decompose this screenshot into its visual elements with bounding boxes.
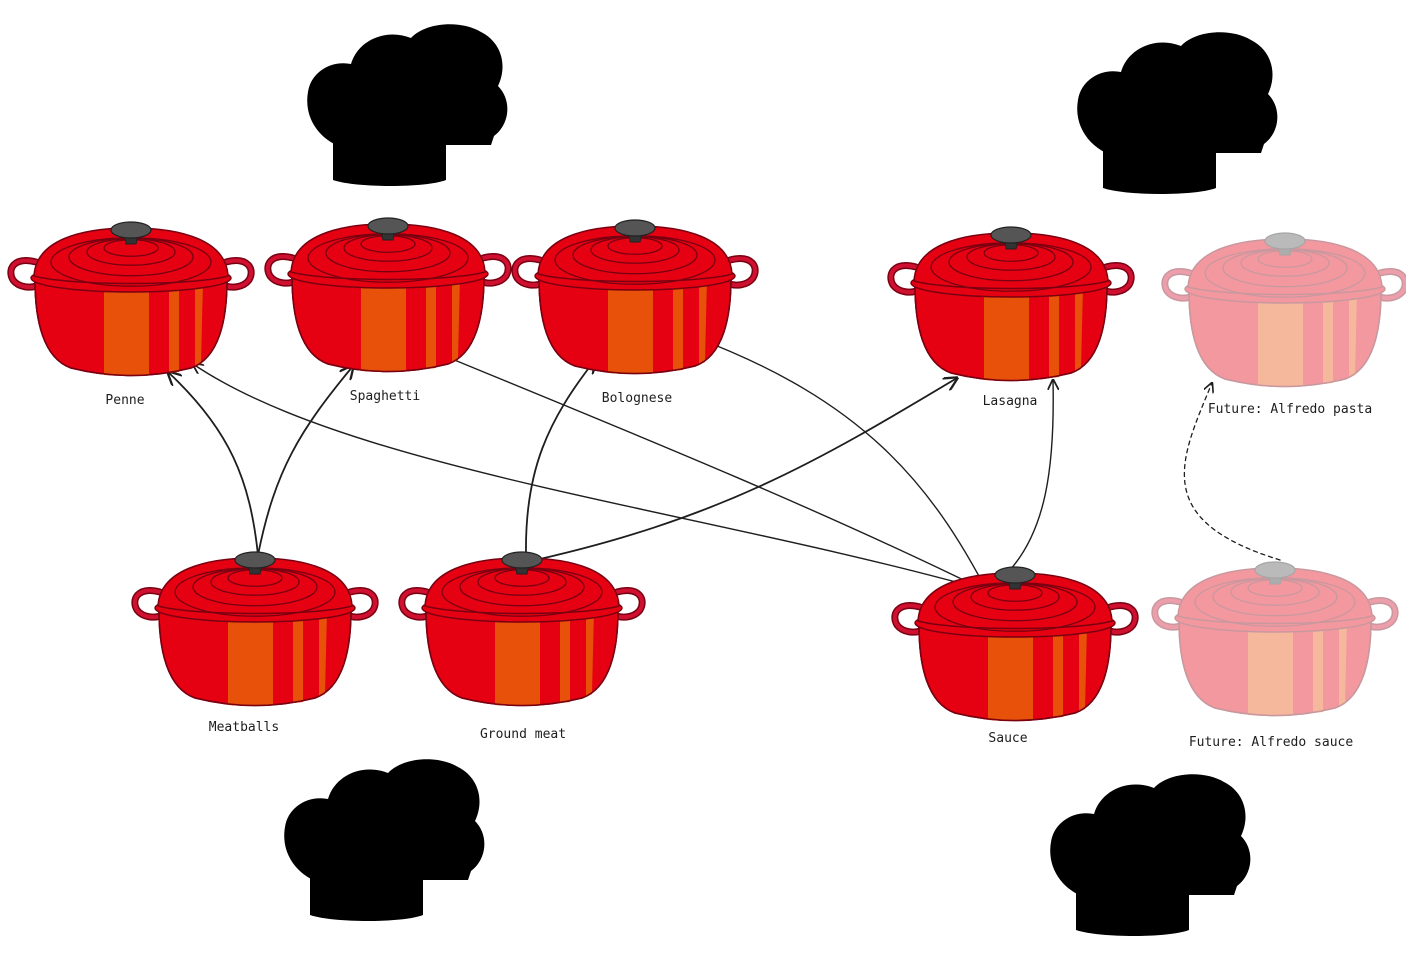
pot-ground-meat-icon [398, 551, 646, 707]
pot-alfredo-sauce-icon [1151, 561, 1399, 717]
edge-sauce-to-lasagna [1009, 380, 1053, 571]
edge-meatballs-to-penne [168, 372, 259, 556]
edge-alfredo-sauce-to-alfredo-pasta [1183, 383, 1281, 561]
pot-bolognese-icon [511, 219, 759, 375]
pot-meatballs-icon [131, 551, 379, 707]
pot-label-alfredo-pasta: Future: Alfredo pasta [1208, 402, 1372, 417]
chef-hat-icon [284, 759, 485, 921]
edge-sauce-to-spaghetti [435, 352, 981, 589]
pot-label-ground-meat: Ground meat [480, 727, 566, 742]
edge-sauce-to-bolognese [697, 338, 991, 598]
edge-meatballs-to-spaghetti [257, 366, 353, 556]
pot-label-sauce: Sauce [988, 731, 1027, 746]
pot-alfredo-pasta-icon [1161, 232, 1406, 388]
labels-layer: Penne Spaghetti Bolognese Lasagna Future… [105, 389, 1372, 750]
pot-label-spaghetti: Spaghetti [350, 389, 420, 404]
pot-label-bolognese: Bolognese [602, 391, 673, 406]
chef-hat-icon [1050, 774, 1251, 936]
pot-lasagna-icon [887, 226, 1135, 382]
edges-layer [168, 338, 1281, 598]
pot-label-penne: Penne [105, 393, 144, 408]
chef-hat-icon [1077, 32, 1278, 195]
pot-label-alfredo-sauce: Future: Alfredo sauce [1189, 735, 1354, 750]
edge-ground-meat-to-lasagna [521, 378, 957, 564]
edge-sauce-to-penne [193, 364, 986, 591]
pot-label-meatballs: Meatballs [209, 720, 279, 735]
pot-sauce-icon [891, 566, 1139, 722]
pot-label-lasagna: Lasagna [983, 394, 1038, 409]
chef-hat-icon [307, 24, 508, 186]
pot-penne-icon [7, 221, 255, 377]
edge-ground-meat-to-bolognese [525, 360, 595, 554]
pots-layer [7, 217, 1406, 722]
pot-spaghetti-icon [264, 217, 512, 373]
